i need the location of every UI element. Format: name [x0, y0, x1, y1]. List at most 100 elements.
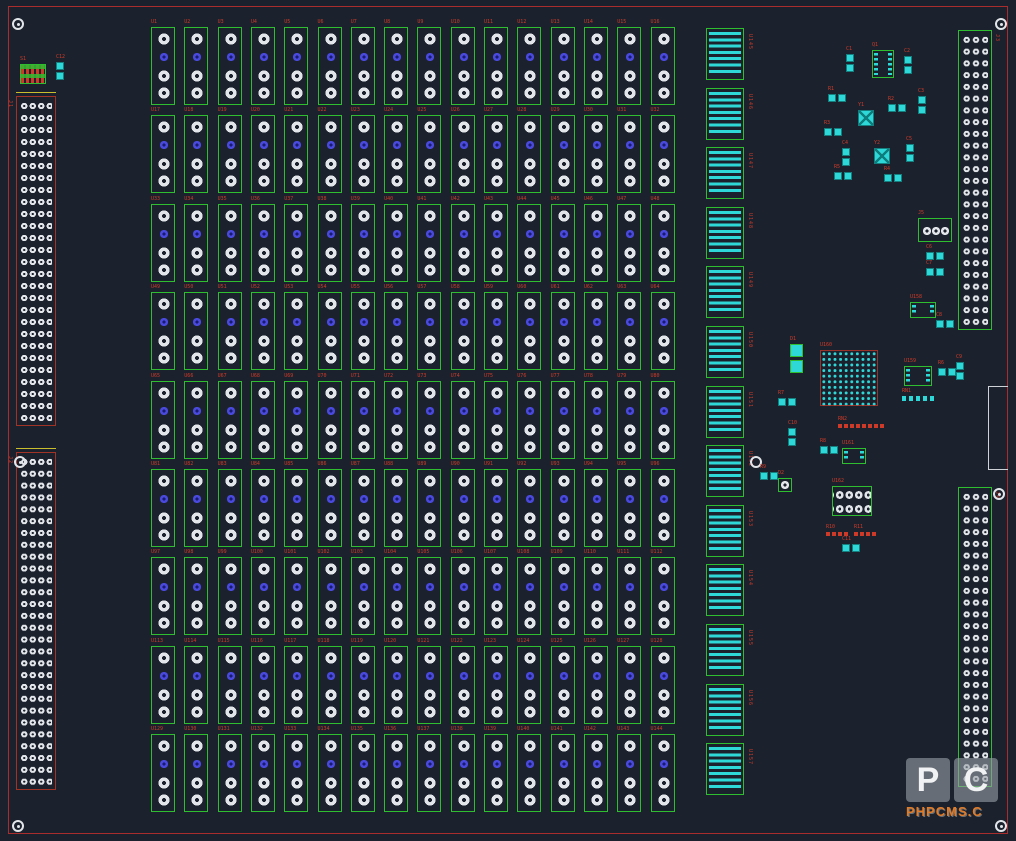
- ic-footprint[interactable]: [706, 28, 744, 80]
- bga-footprint[interactable]: [820, 350, 878, 406]
- relay-footprint[interactable]: [650, 469, 675, 547]
- relay-footprint[interactable]: [184, 645, 209, 724]
- relay-footprint[interactable]: [284, 115, 309, 194]
- relay-footprint[interactable]: [517, 203, 542, 282]
- relay-footprint[interactable]: [284, 27, 309, 105]
- smd-component[interactable]: [820, 446, 840, 456]
- resistor-array[interactable]: [838, 424, 884, 428]
- relay-footprint[interactable]: [450, 469, 475, 547]
- smd-component[interactable]: [938, 368, 958, 378]
- smd-component[interactable]: [906, 144, 916, 164]
- via-hole[interactable]: [750, 456, 762, 468]
- relay-footprint[interactable]: [350, 27, 375, 105]
- relay-footprint[interactable]: [650, 203, 675, 282]
- relay-footprint[interactable]: [417, 557, 442, 636]
- relay-footprint[interactable]: [484, 734, 508, 813]
- relay-footprint[interactable]: [284, 734, 309, 813]
- relay-footprint[interactable]: [417, 115, 442, 194]
- relay-footprint[interactable]: [417, 734, 442, 813]
- relay-footprint[interactable]: [284, 380, 309, 459]
- resistor-array[interactable]: [854, 532, 876, 536]
- relay-footprint[interactable]: [250, 27, 275, 105]
- relay-footprint[interactable]: [384, 292, 409, 371]
- edge-connector[interactable]: [16, 452, 56, 790]
- relay-footprint[interactable]: [151, 734, 175, 813]
- edge-connector[interactable]: [958, 487, 992, 787]
- relay-footprint[interactable]: [617, 557, 642, 636]
- relay-footprint[interactable]: [583, 27, 608, 105]
- ic-footprint-small[interactable]: [842, 448, 866, 464]
- relay-footprint[interactable]: [583, 115, 608, 194]
- relay-footprint[interactable]: [284, 557, 309, 636]
- relay-footprint[interactable]: [384, 557, 409, 636]
- relay-footprint[interactable]: [450, 292, 475, 371]
- relay-footprint[interactable]: [450, 380, 475, 459]
- relay-footprint[interactable]: [384, 27, 409, 105]
- relay-footprint[interactable]: [650, 557, 675, 636]
- relay-footprint[interactable]: [350, 203, 375, 282]
- relay-footprint[interactable]: [217, 380, 242, 459]
- relay-footprint[interactable]: [650, 380, 675, 459]
- crystal-component[interactable]: [874, 148, 890, 164]
- relay-footprint[interactable]: [550, 203, 575, 282]
- smd-component[interactable]: [778, 398, 798, 408]
- ic-footprint[interactable]: [706, 743, 744, 796]
- relay-footprint[interactable]: [617, 380, 642, 459]
- relay-footprint[interactable]: [450, 734, 475, 813]
- smd-component[interactable]: [918, 96, 928, 116]
- relay-footprint[interactable]: [650, 115, 675, 194]
- diode-pair[interactable]: [790, 344, 803, 373]
- relay-footprint[interactable]: [550, 557, 575, 636]
- relay-footprint[interactable]: [284, 469, 309, 547]
- relay-footprint[interactable]: [217, 292, 242, 371]
- relay-footprint[interactable]: [284, 203, 309, 282]
- smd-component[interactable]: [926, 268, 946, 278]
- ic-footprint[interactable]: [706, 504, 744, 557]
- smd-component[interactable]: [936, 320, 956, 330]
- relay-footprint[interactable]: [617, 292, 642, 371]
- relay-footprint[interactable]: [517, 645, 542, 724]
- relay-footprint[interactable]: [350, 380, 375, 459]
- smd-component[interactable]: [824, 128, 844, 138]
- relay-footprint[interactable]: [184, 203, 209, 282]
- ic-footprint[interactable]: [706, 683, 744, 736]
- smd-component[interactable]: [56, 62, 66, 82]
- relay-footprint[interactable]: [484, 645, 508, 724]
- relay-footprint[interactable]: [317, 469, 342, 547]
- relay-footprint[interactable]: [617, 27, 642, 105]
- relay-footprint[interactable]: [650, 645, 675, 724]
- edge-connector[interactable]: [16, 96, 56, 426]
- ic-footprint[interactable]: [706, 206, 744, 259]
- relay-footprint[interactable]: [650, 292, 675, 371]
- relay-footprint[interactable]: [417, 645, 442, 724]
- relay-footprint[interactable]: [517, 557, 542, 636]
- relay-footprint[interactable]: [184, 469, 209, 547]
- relay-footprint[interactable]: [250, 292, 275, 371]
- relay-footprint[interactable]: [250, 115, 275, 194]
- relay-footprint[interactable]: [384, 203, 409, 282]
- relay-footprint[interactable]: [317, 27, 342, 105]
- relay-footprint[interactable]: [317, 645, 342, 724]
- relay-footprint[interactable]: [284, 292, 309, 371]
- relay-footprint[interactable]: [583, 203, 608, 282]
- relay-footprint[interactable]: [217, 557, 242, 636]
- relay-footprint[interactable]: [284, 645, 309, 724]
- relay-footprint[interactable]: [550, 734, 575, 813]
- smd-component[interactable]: [884, 174, 904, 184]
- ic-footprint[interactable]: [706, 564, 744, 617]
- crystal-component[interactable]: [858, 110, 874, 126]
- relay-footprint[interactable]: [184, 115, 209, 194]
- relay-footprint[interactable]: [217, 203, 242, 282]
- smd-component[interactable]: [788, 428, 798, 448]
- pad-component[interactable]: [778, 478, 792, 492]
- mounting-hole[interactable]: [995, 18, 1007, 30]
- relay-footprint[interactable]: [517, 380, 542, 459]
- connector-3pin[interactable]: [918, 218, 952, 242]
- relay-footprint[interactable]: [250, 734, 275, 813]
- relay-footprint[interactable]: [184, 380, 209, 459]
- relay-footprint[interactable]: [450, 27, 475, 105]
- ic-footprint[interactable]: [706, 385, 744, 438]
- relay-footprint[interactable]: [617, 734, 642, 813]
- relay-footprint[interactable]: [184, 27, 209, 105]
- smd-component[interactable]: [904, 56, 914, 76]
